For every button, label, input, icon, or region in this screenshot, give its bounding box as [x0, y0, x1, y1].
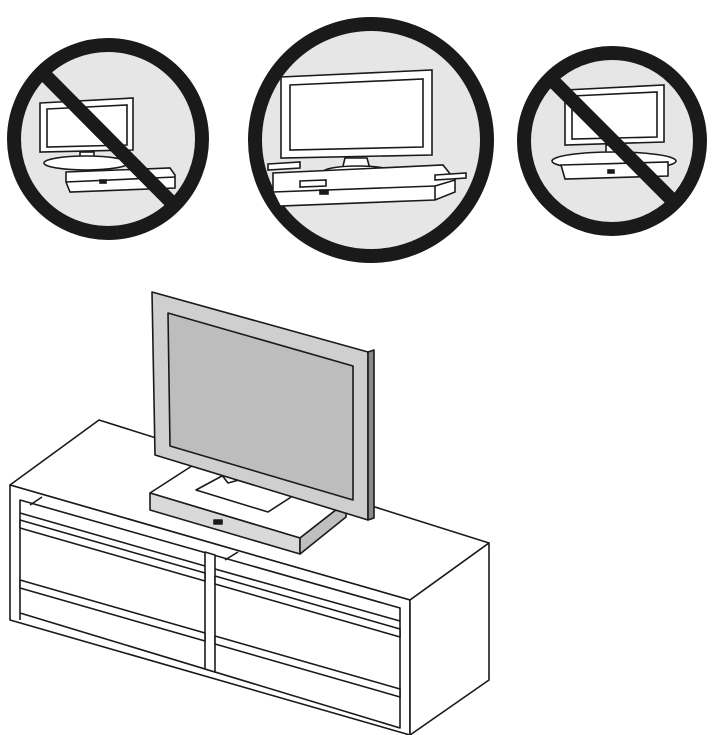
flat-tv — [151, 291, 375, 521]
panel-correct-center — [248, 17, 494, 263]
tv-on-console-icon — [267, 69, 467, 207]
audio-console — [149, 461, 347, 555]
prohibition-slash — [545, 73, 681, 209]
prohibition-slash — [37, 67, 181, 212]
panel-incorrect-left — [7, 38, 209, 240]
tv-cabinet — [9, 419, 490, 735]
panel-incorrect-right — [517, 46, 707, 236]
